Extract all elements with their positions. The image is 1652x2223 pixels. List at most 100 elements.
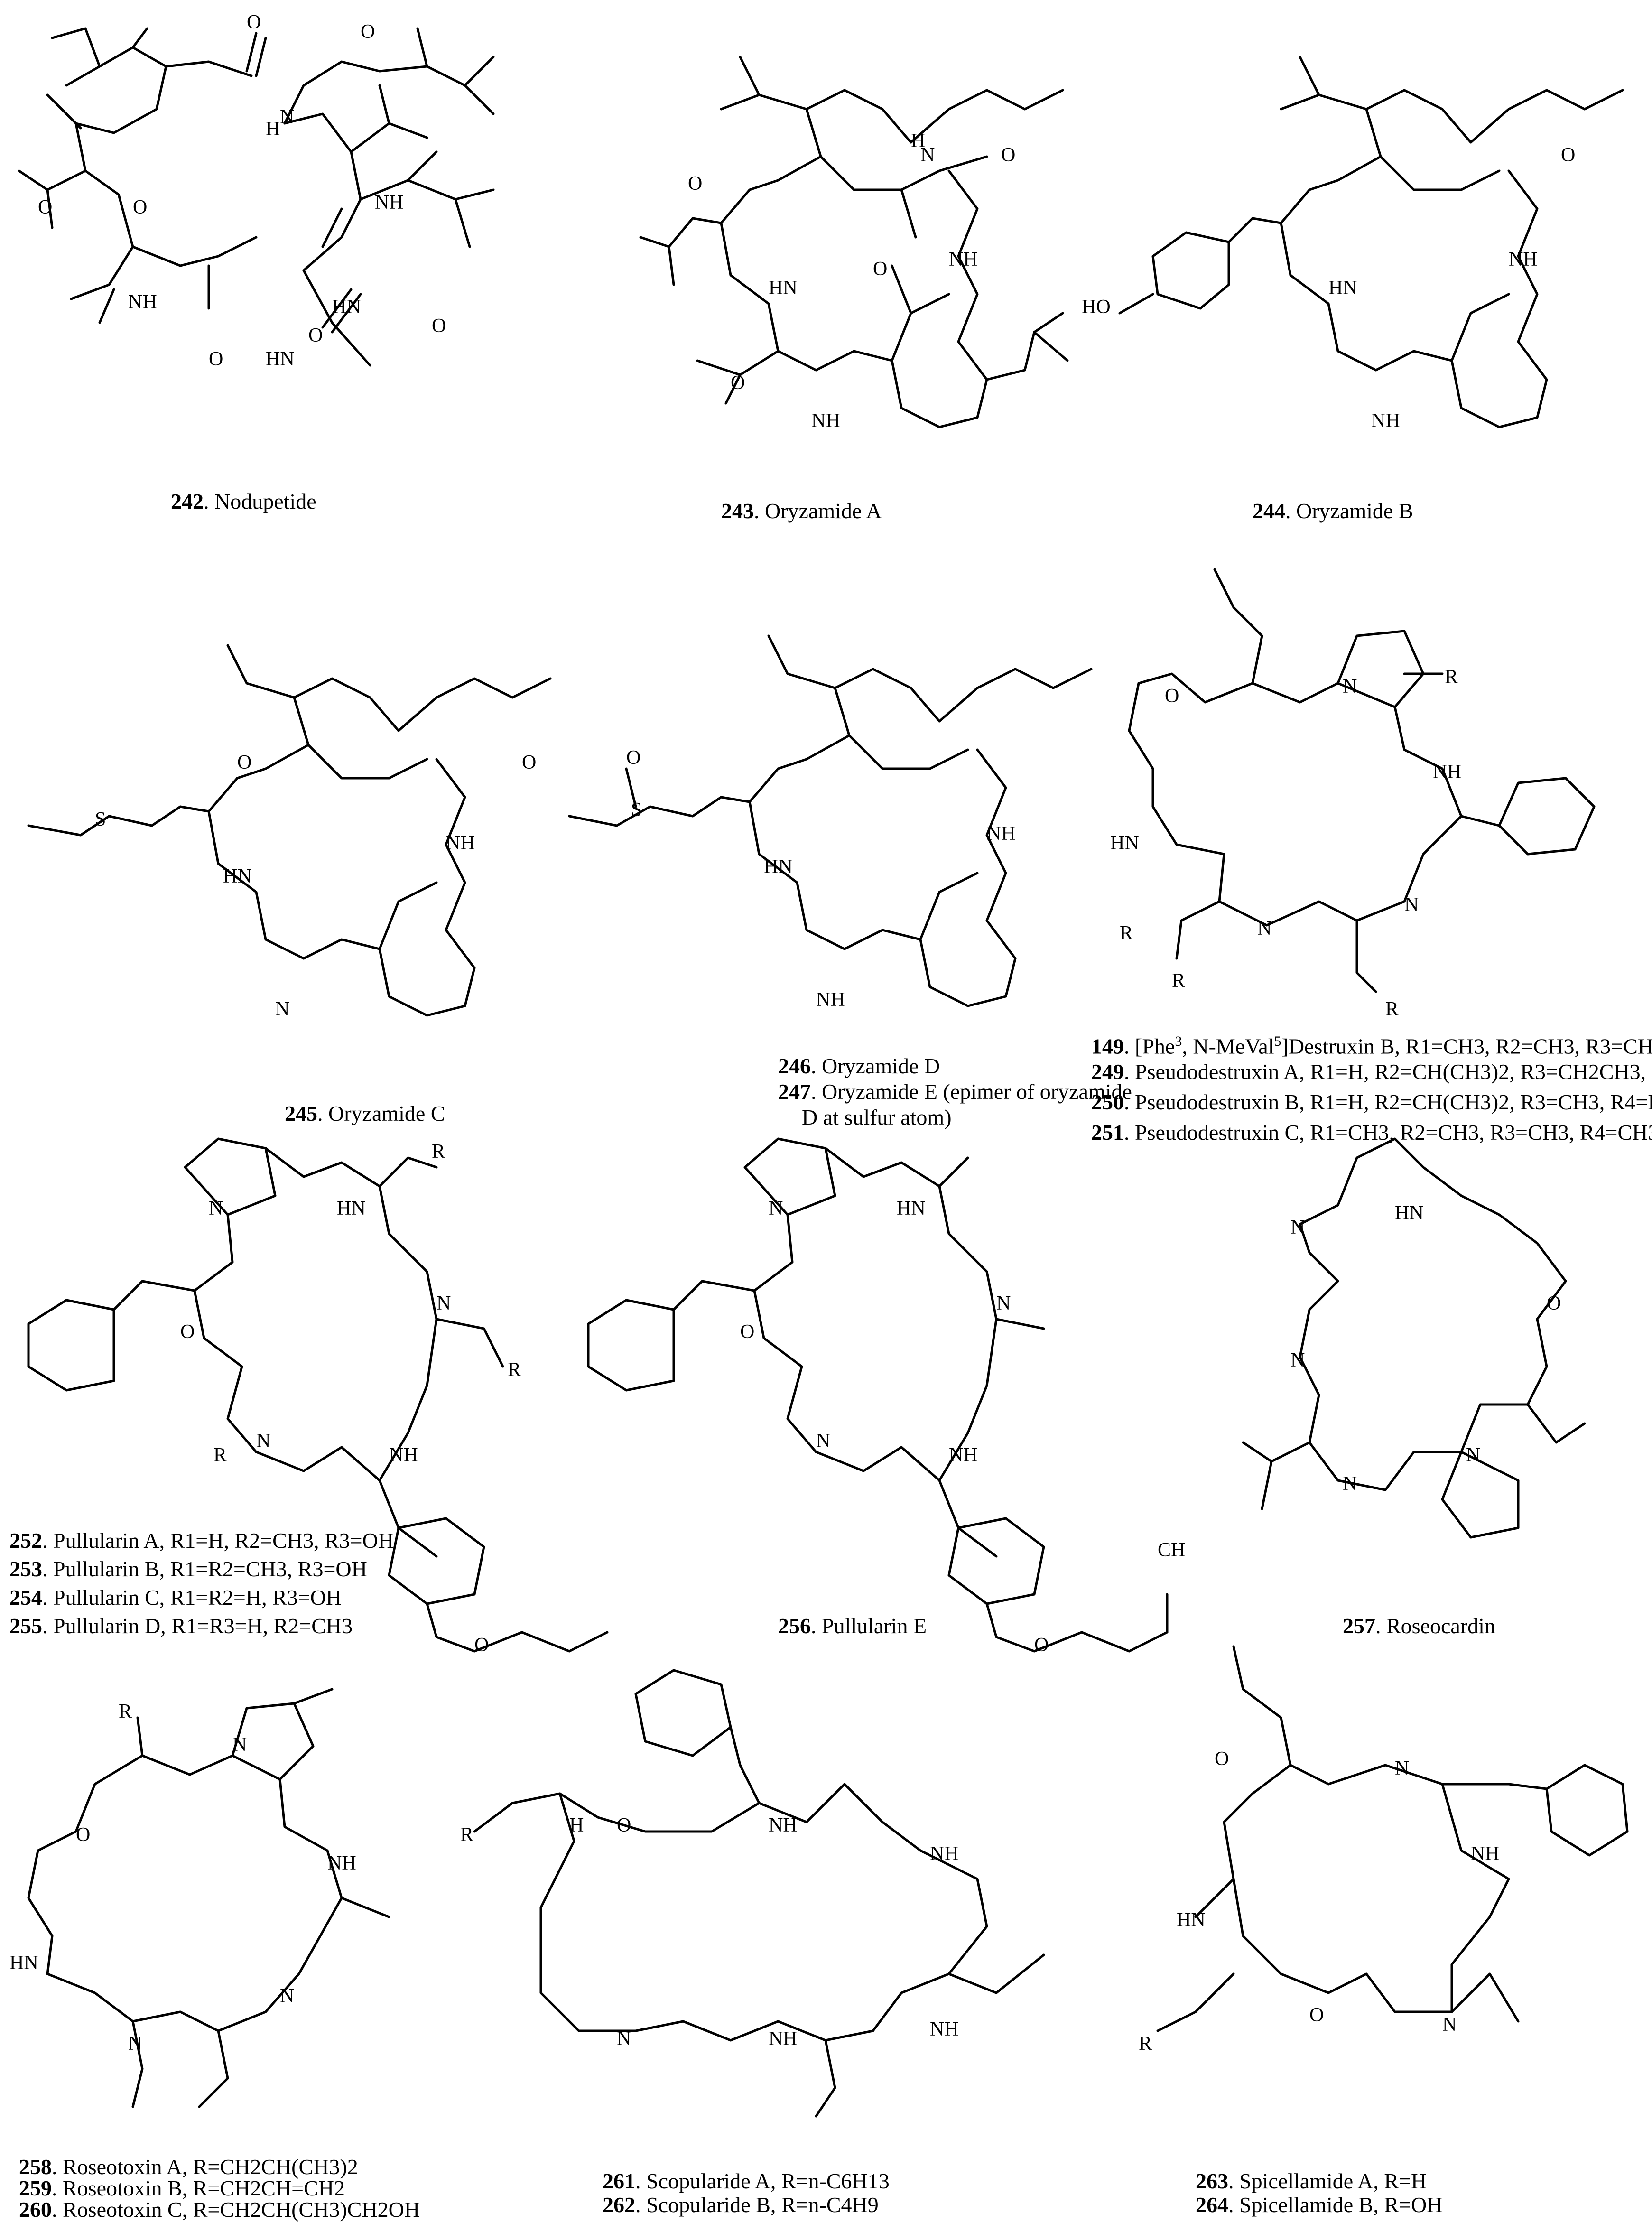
structure-scopularide: R H O NH NH N NH NH (460, 1669, 1045, 2118)
compound-number: 255 (9, 1614, 42, 1638)
compound-number: 259 (19, 2176, 52, 2200)
structure-246: O S HN NH NH (568, 634, 1093, 1011)
caption-253: 253. Pullularin B, R1=R2=CH3, R3=OH (9, 1556, 367, 1582)
compound-name: . Pullularin D, R1=R3=H, R2=CH3 (42, 1614, 353, 1638)
svg-text:HN: HN (1110, 832, 1139, 854)
svg-text:O: O (1034, 1634, 1049, 1656)
compound-name: . Pullularin E (811, 1614, 927, 1638)
svg-text:N: N (1290, 1217, 1305, 1238)
svg-text:NH: NH (389, 1444, 418, 1466)
svg-text:NH: NH (769, 1814, 798, 1836)
svg-text:N: N (1290, 1349, 1305, 1371)
structure-257: N HN O N N N (1242, 1137, 1586, 1539)
compound-name: . Pseudodestruxin C, R1=CH3, R2=CH3, R3=… (1124, 1120, 1652, 1144)
svg-text:O: O (1001, 144, 1015, 166)
compound-number: 253 (9, 1557, 42, 1581)
compound-number: 260 (19, 2197, 52, 2222)
svg-text:NH: NH (1509, 249, 1538, 270)
compound-name: . Nodupetide (204, 489, 316, 513)
compound-number: 247 (778, 1079, 811, 1104)
svg-text:NH: NH (816, 989, 845, 1011)
compound-name: . Scopularide B, R=n-C4H9 (635, 2193, 879, 2217)
svg-text:O: O (180, 1321, 195, 1343)
caption-262: 262. Scopularide B, R=n-C4H9 (603, 2192, 879, 2218)
structure-roseotoxin: R O HN N NH N N (9, 1688, 390, 2108)
structure-destruxin: O HN N NH N N R R R R (1110, 568, 1596, 1020)
svg-text:HN: HN (223, 865, 252, 887)
caption-259: 259. Roseotoxin B, R=CH2CH=CH2 (19, 2176, 345, 2201)
svg-text:NH: NH (1471, 1843, 1500, 1865)
svg-text:HN: HN (337, 1198, 366, 1219)
svg-text:N: N (232, 1734, 247, 1756)
caption-242: 242. Nodupetide (171, 489, 316, 514)
svg-text:N: N (280, 106, 294, 128)
svg-text:R: R (1120, 922, 1133, 944)
svg-text:NH: NH (1371, 410, 1400, 432)
caption-263: 263. Spicellamide A, R=H (1196, 2168, 1427, 2194)
structure-242: O H N O NH HN O O O NH O HN O (18, 11, 495, 370)
caption-257: 257. Roseocardin (1343, 1613, 1495, 1639)
svg-text:O: O (209, 348, 223, 370)
svg-text:N: N (1257, 918, 1271, 939)
svg-text:O: O (1547, 1293, 1561, 1314)
compound-number: 149 (1091, 1034, 1124, 1059)
compound-name: . [Phe (1124, 1034, 1175, 1059)
svg-text:O: O (873, 258, 887, 280)
caption-149: 149. [Phe3, N-MeVal5]Destruxin B, R1=CH3… (1091, 1029, 1652, 1059)
svg-text:N: N (209, 1198, 223, 1219)
svg-text:HN: HN (897, 1198, 926, 1219)
svg-text:HN: HN (332, 296, 361, 318)
compound-number: 264 (1196, 2193, 1228, 2217)
caption-256: 256. Pullularin E (778, 1613, 927, 1639)
compound-number: 254 (9, 1585, 42, 1609)
svg-text:N: N (128, 2033, 142, 2055)
svg-text:O: O (688, 173, 702, 195)
svg-text:HN: HN (1328, 277, 1357, 299)
svg-text:NH: NH (327, 1852, 356, 1874)
svg-text:R: R (1385, 998, 1399, 1020)
compound-number: 251 (1091, 1120, 1124, 1144)
svg-text:HN: HN (9, 1952, 38, 1974)
svg-text:H: H (266, 118, 280, 140)
svg-text:NH: NH (446, 832, 475, 854)
svg-text:NH: NH (949, 1444, 978, 1466)
svg-text:O: O (432, 315, 446, 337)
compound-name: . Oryzamide D (811, 1054, 940, 1078)
compound-name: . Roseotoxin B, R=CH2CH=CH2 (52, 2176, 345, 2200)
svg-text:NH: NH (769, 2028, 798, 2050)
compound-name: . Spicellamide B, R=OH (1228, 2193, 1443, 2217)
svg-text:HN: HN (769, 277, 798, 299)
svg-text:R: R (508, 1359, 521, 1381)
svg-text:N: N (769, 1198, 783, 1219)
caption-258: 258. Roseotoxin A, R=CH2CH(CH3)2 (19, 2154, 358, 2180)
compound-number: 242 (171, 489, 204, 513)
svg-text:NH: NH (930, 2018, 959, 2040)
compound-name: . Oryzamide A (754, 499, 882, 523)
compound-name: . Scopularide A, R=n-C6H13 (635, 2169, 890, 2193)
superscript: 3 (1175, 1033, 1182, 1049)
structure-243: O HN NH O NH O H N O (639, 56, 1069, 432)
compound-number: 263 (1196, 2169, 1228, 2193)
compound-name: . Spicellamide A, R=H (1228, 2169, 1427, 2193)
caption-260: 260. Roseotoxin C, R=CH2CH(CH3)CH2OH (19, 2197, 420, 2223)
compound-name: ]Destruxin B, R1=CH3, R2=CH3, R3=CH3, R4… (1281, 1034, 1652, 1059)
compound-name: . Oryzamide E (epimer of oryzamide (811, 1079, 1132, 1104)
caption-249: 249. Pseudodestruxin A, R1=H, R2=CH(CH3)… (1091, 1059, 1652, 1085)
svg-text:N: N (1404, 894, 1419, 916)
svg-text:HO: HO (1082, 296, 1111, 318)
compound-number: 250 (1091, 1090, 1124, 1114)
compound-name: . Pseudodestruxin A, R1=H, R2=CH(CH3)2, … (1124, 1060, 1652, 1084)
svg-text:N: N (280, 1985, 294, 2007)
svg-text:N: N (1466, 1444, 1480, 1466)
compound-name: , N-MeVal (1182, 1034, 1274, 1059)
svg-text:NH: NH (949, 249, 978, 270)
svg-text:H: H (911, 130, 925, 152)
compound-number: 246 (778, 1054, 811, 1078)
svg-text:NH: NH (811, 410, 840, 432)
compound-number: 249 (1091, 1060, 1124, 1084)
svg-text:N: N (816, 1430, 830, 1452)
caption-247: 247. Oryzamide E (epimer of oryzamide (778, 1079, 1132, 1105)
compound-name: . Pseudodestruxin B, R1=H, R2=CH(CH3)2, … (1124, 1090, 1652, 1114)
svg-text:N: N (1343, 1473, 1357, 1495)
